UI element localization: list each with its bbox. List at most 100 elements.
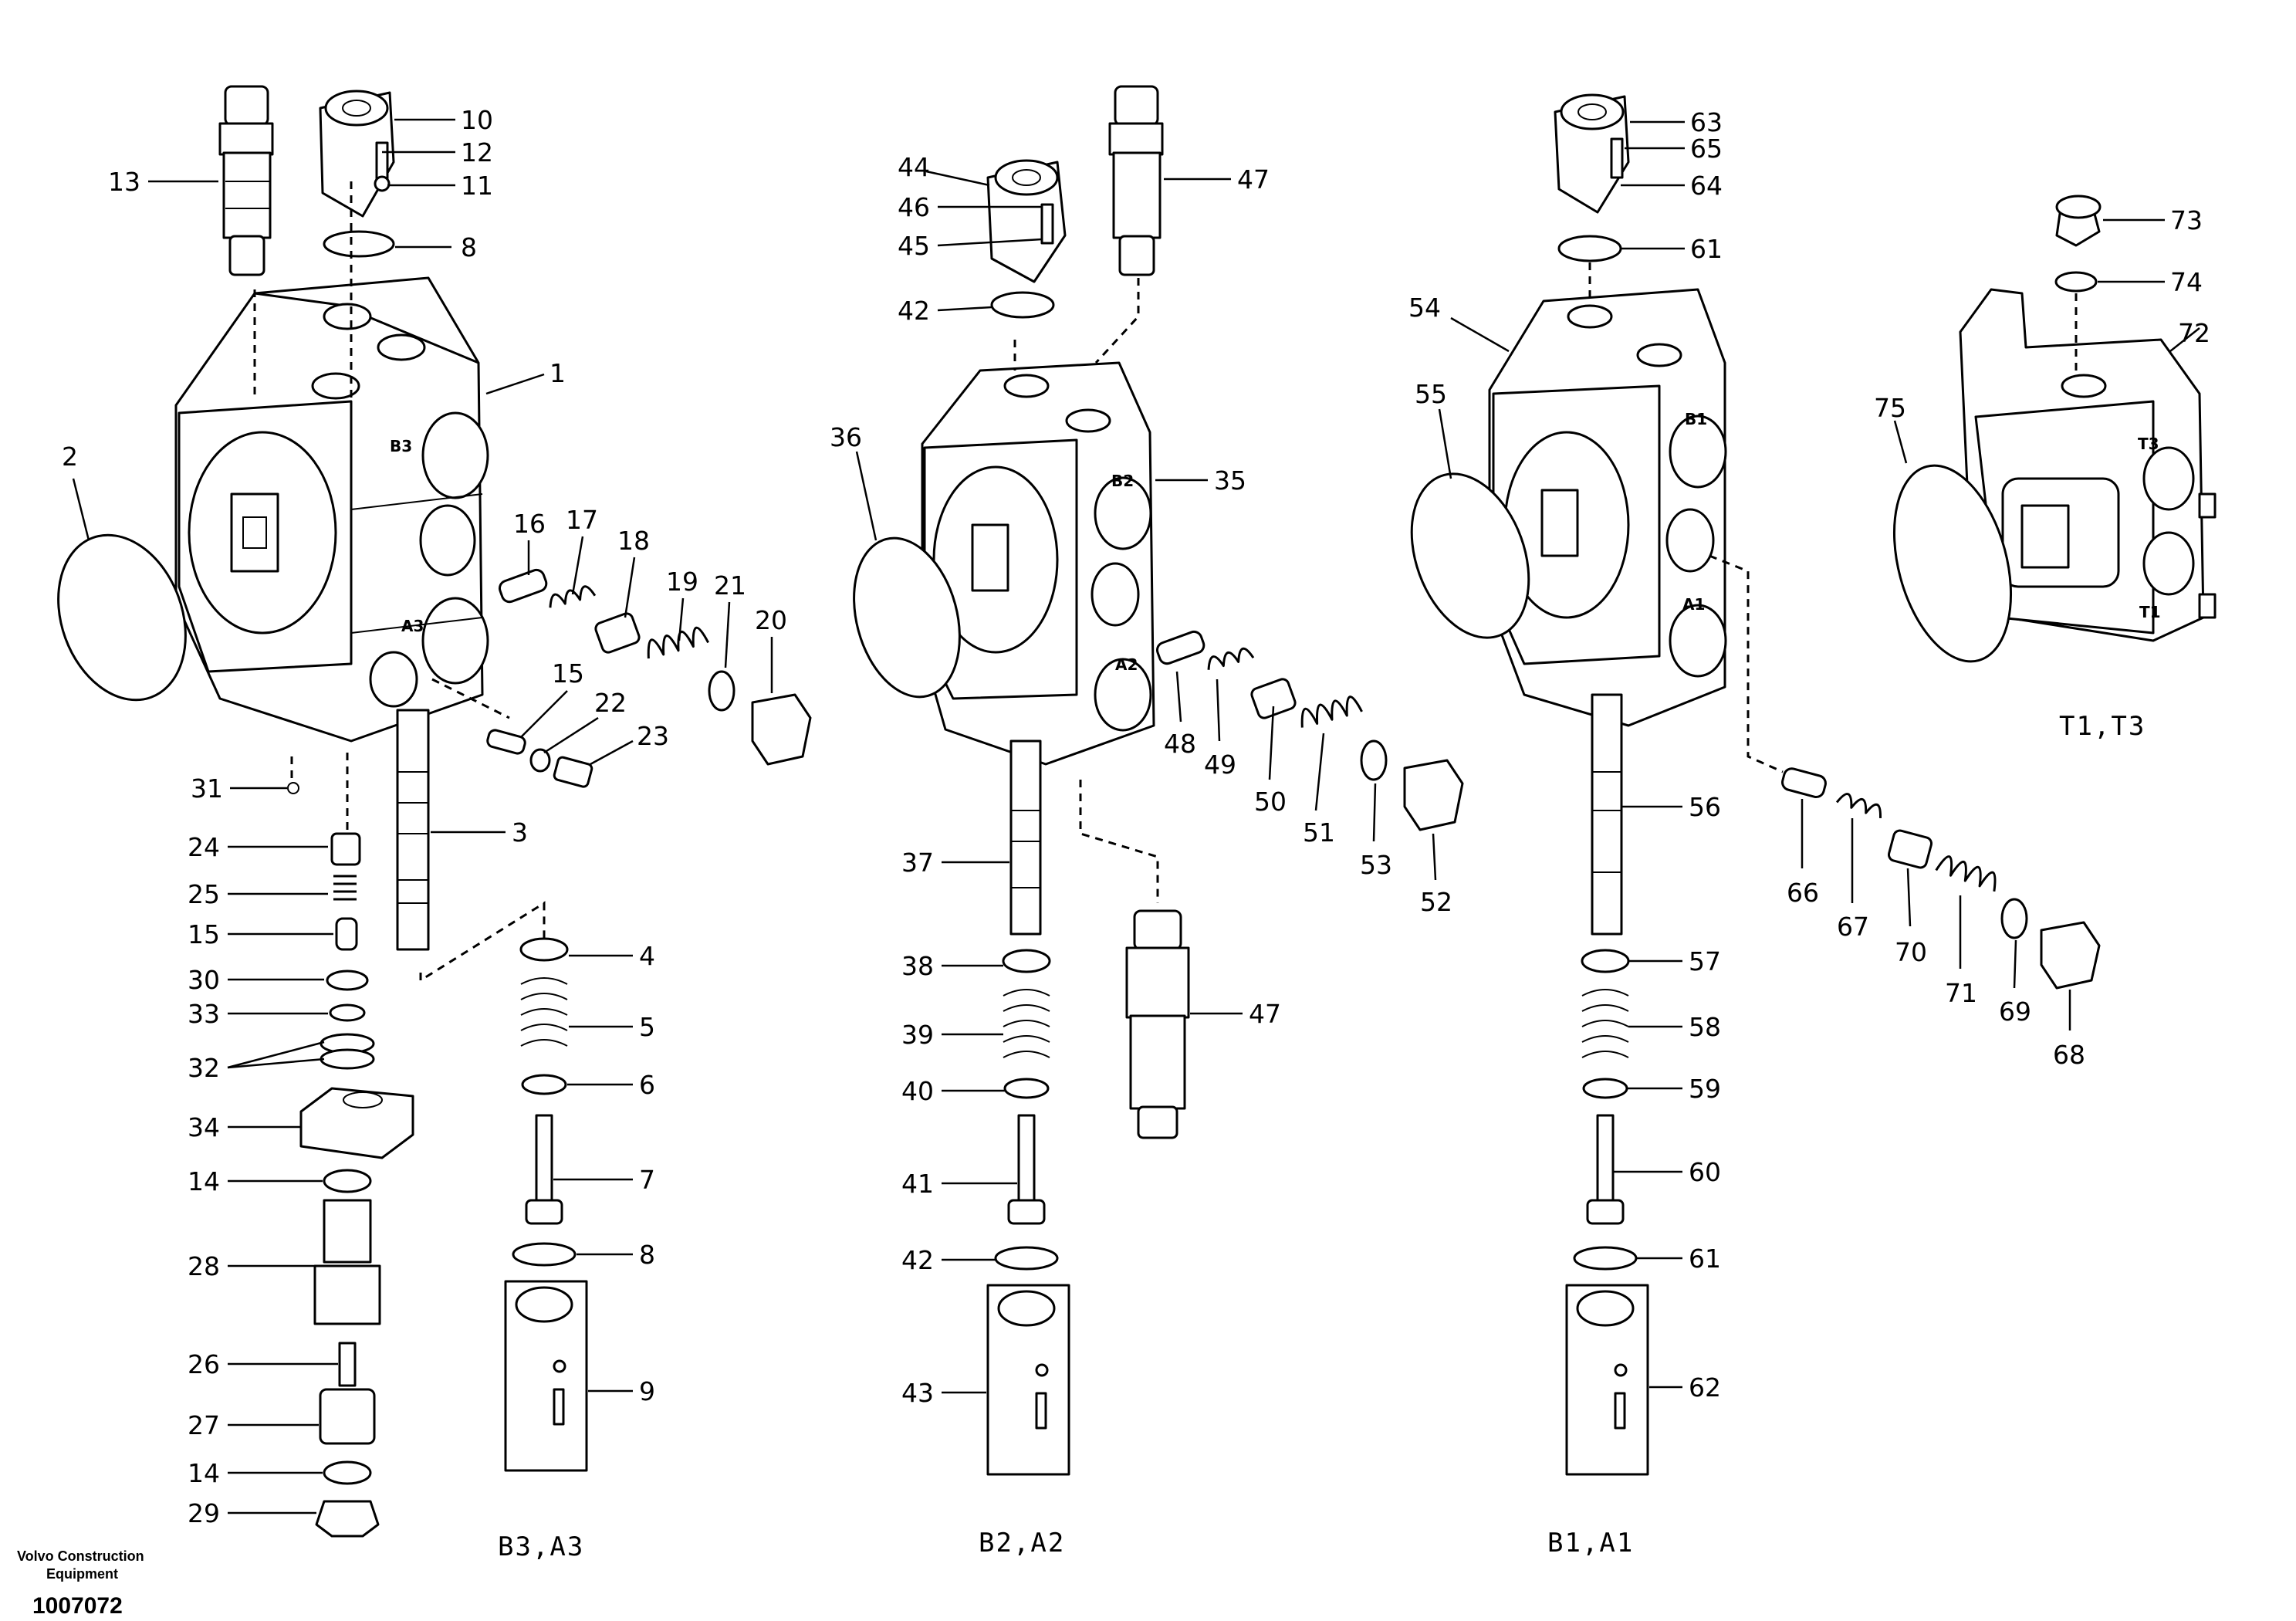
part-label-11: 11 bbox=[461, 171, 493, 201]
part-label-26: 26 bbox=[188, 1349, 220, 1379]
part-label-65: 65 bbox=[1690, 134, 1723, 164]
part-label-45: 45 bbox=[898, 231, 930, 261]
part-label-69: 69 bbox=[1999, 997, 2031, 1027]
part-label-5: 5 bbox=[639, 1012, 655, 1042]
o-ring-61-top bbox=[1557, 235, 1622, 262]
port-label-a3: A3 bbox=[401, 617, 424, 635]
section-b3-a3: B3 A3 bbox=[57, 85, 812, 1538]
part-label-34: 34 bbox=[188, 1112, 220, 1142]
part-label-36: 36 bbox=[830, 422, 862, 452]
part-label-62: 62 bbox=[1689, 1372, 1721, 1403]
part-label-28: 28 bbox=[188, 1251, 220, 1281]
part-label-42-bottom: 42 bbox=[901, 1245, 934, 1275]
valve-body-54 bbox=[1488, 288, 1727, 727]
part-label-18: 18 bbox=[617, 526, 650, 556]
part-label-32: 32 bbox=[188, 1053, 220, 1083]
port-label-t3: T3 bbox=[2138, 435, 2159, 453]
port-label-t1: T1 bbox=[2139, 603, 2161, 621]
spool-56 bbox=[1591, 693, 1623, 936]
part-number-labels: 13 10 12 11 8 1 2 16 17 18 19 21 20 15 2… bbox=[62, 105, 2210, 1528]
relief-cartridge-47-top bbox=[1108, 85, 1164, 276]
plug-73 bbox=[2055, 195, 2102, 247]
o-ring-8-top bbox=[323, 230, 395, 258]
part-label-4: 4 bbox=[639, 941, 655, 971]
stack-4-9 bbox=[504, 937, 588, 1472]
group-label-b1-a1: B1,A1 bbox=[1547, 1528, 1634, 1558]
leader-lines bbox=[72, 118, 2200, 1514]
part-label-38: 38 bbox=[901, 951, 934, 981]
part-label-73: 73 bbox=[2170, 205, 2203, 235]
check-assembly-15-22-23 bbox=[486, 729, 593, 788]
part-label-53: 53 bbox=[1360, 850, 1392, 880]
part-label-68: 68 bbox=[2053, 1040, 2085, 1070]
port-block-10 bbox=[319, 90, 395, 218]
part-label-48: 48 bbox=[1164, 729, 1196, 759]
part-label-25: 25 bbox=[188, 879, 220, 909]
valve-body-1 bbox=[174, 276, 489, 743]
part-label-17: 17 bbox=[566, 505, 598, 535]
port-label-b1: B1 bbox=[1685, 410, 1707, 428]
check-assembly-66-71 bbox=[1781, 767, 2101, 990]
part-label-24: 24 bbox=[188, 832, 220, 862]
part-label-8-bottom: 8 bbox=[639, 1240, 655, 1270]
part-label-39: 39 bbox=[901, 1020, 934, 1050]
part-label-59: 59 bbox=[1689, 1074, 1721, 1104]
part-label-6: 6 bbox=[639, 1070, 655, 1100]
port-label-a1: A1 bbox=[1682, 595, 1705, 614]
part-label-9: 9 bbox=[639, 1376, 655, 1406]
stack-38-43 bbox=[986, 949, 1070, 1476]
part-label-47-lower: 47 bbox=[1249, 999, 1281, 1029]
part-label-31: 31 bbox=[191, 773, 223, 804]
part-label-75: 75 bbox=[1874, 393, 1906, 423]
part-label-40: 40 bbox=[901, 1076, 934, 1106]
part-label-16: 16 bbox=[513, 509, 546, 539]
o-ring-2 bbox=[57, 533, 187, 702]
part-label-64: 64 bbox=[1690, 171, 1723, 201]
part-label-27: 27 bbox=[188, 1410, 220, 1440]
port-label-b2: B2 bbox=[1111, 472, 1134, 490]
part-label-44: 44 bbox=[898, 152, 930, 182]
part-label-61-top: 61 bbox=[1690, 234, 1723, 264]
part-label-2: 2 bbox=[62, 442, 78, 472]
part-label-23: 23 bbox=[637, 721, 669, 751]
part-label-20: 20 bbox=[755, 605, 787, 635]
part-label-60: 60 bbox=[1689, 1157, 1721, 1187]
part-label-56: 56 bbox=[1689, 792, 1721, 822]
check-assembly-48-53 bbox=[1155, 630, 1464, 831]
part-label-49: 49 bbox=[1204, 750, 1236, 780]
group-label-t1-t3: T1,T3 bbox=[2059, 711, 2146, 742]
part-label-71: 71 bbox=[1945, 978, 1977, 1008]
group-label-b3-a3: B3,A3 bbox=[498, 1531, 584, 1562]
part-label-52: 52 bbox=[1420, 887, 1452, 917]
relief-cartridge-47-lower bbox=[1125, 909, 1190, 1139]
spool-3 bbox=[396, 709, 430, 951]
part-label-21: 21 bbox=[714, 570, 746, 601]
group-label-b2-a2: B2,A2 bbox=[979, 1528, 1065, 1558]
o-ring-74 bbox=[2054, 271, 2098, 293]
section-b2-a2: B2 A2 bbox=[853, 85, 1464, 1476]
spool-37 bbox=[1009, 739, 1042, 936]
part-label-51: 51 bbox=[1303, 817, 1335, 848]
part-label-22: 22 bbox=[594, 688, 627, 718]
relief-cartridge-13 bbox=[218, 85, 274, 276]
part-label-14-a: 14 bbox=[188, 1166, 220, 1196]
valve-body-35 bbox=[921, 361, 1155, 766]
part-label-66: 66 bbox=[1787, 878, 1819, 908]
check-assembly-16-20 bbox=[498, 568, 812, 766]
part-label-12: 12 bbox=[461, 137, 493, 168]
stack-57-62 bbox=[1565, 949, 1649, 1476]
o-ring-75 bbox=[1892, 464, 2013, 663]
part-label-1: 1 bbox=[549, 358, 566, 388]
o-ring-55 bbox=[1410, 472, 1530, 639]
part-label-15-b: 15 bbox=[188, 919, 220, 949]
part-label-55: 55 bbox=[1415, 379, 1447, 409]
part-label-63: 63 bbox=[1690, 107, 1723, 137]
part-label-35: 35 bbox=[1214, 465, 1246, 496]
part-label-19: 19 bbox=[666, 567, 698, 597]
part-label-57: 57 bbox=[1689, 946, 1721, 976]
stack-24-29 bbox=[299, 832, 414, 1538]
part-31-ball bbox=[287, 782, 299, 794]
part-label-43: 43 bbox=[901, 1378, 934, 1408]
company-line-2: Equipment bbox=[46, 1566, 118, 1582]
